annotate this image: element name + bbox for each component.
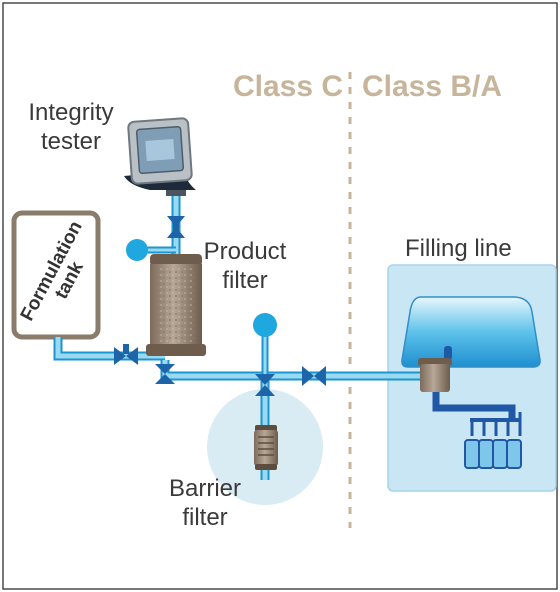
filling-line-label: Filling line bbox=[405, 235, 512, 262]
valve-icon bbox=[255, 374, 275, 396]
barrier-filter-cartridge-icon bbox=[254, 425, 278, 470]
zone-label-class-c: Class C bbox=[233, 70, 344, 103]
valve-icon bbox=[167, 216, 185, 238]
label-line: filter bbox=[222, 267, 268, 294]
barrier-filter-label: Barrier filter bbox=[160, 474, 250, 532]
label-line: tester bbox=[40, 128, 102, 155]
zone-label-class-ba: Class B/A bbox=[362, 70, 503, 103]
label-line: Integrity bbox=[28, 99, 114, 126]
vial-icon bbox=[464, 439, 522, 469]
valve-icon bbox=[302, 366, 326, 386]
integrity-tester-label: Integrity tester bbox=[16, 98, 126, 156]
valve-icon bbox=[155, 364, 175, 384]
label-line: Product bbox=[203, 238, 287, 265]
valve-icon bbox=[114, 344, 138, 365]
pressure-gauge-icon bbox=[253, 313, 277, 337]
filling-nozzles bbox=[470, 412, 522, 436]
filling-filter-housing bbox=[418, 358, 452, 392]
filling-bowl bbox=[401, 296, 541, 368]
integrity-tester-monitor-icon bbox=[124, 117, 196, 196]
pressure-gauge-icon bbox=[126, 239, 148, 261]
product-filter-cartridge-icon bbox=[146, 254, 206, 356]
label-line: filter bbox=[182, 504, 228, 531]
label-line: Barrier bbox=[168, 475, 241, 502]
product-filter-label: Product filter bbox=[190, 237, 300, 295]
